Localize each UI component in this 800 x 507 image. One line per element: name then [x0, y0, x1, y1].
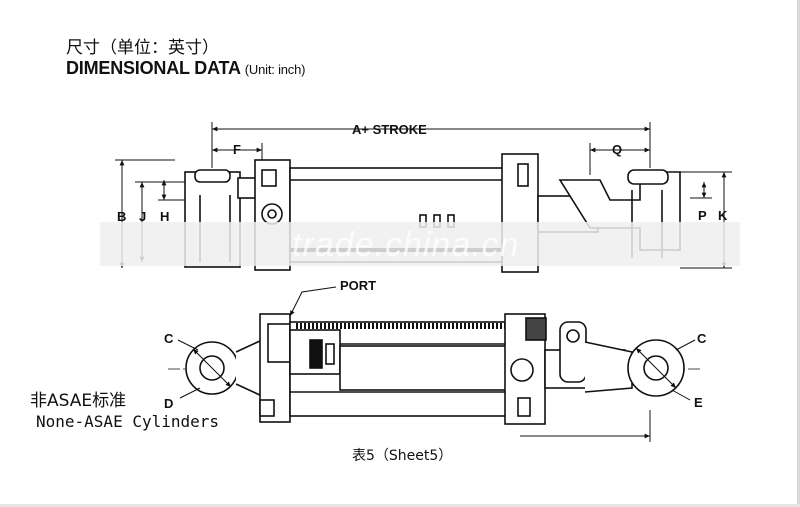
label-j: J: [139, 209, 146, 224]
watermark-band: [100, 222, 740, 266]
watermark-text: trade.china.cn: [292, 226, 520, 264]
label-h: H: [160, 209, 169, 224]
non-asae-label-cn: 非ASAE标准: [30, 391, 127, 411]
label-c-left: C: [164, 331, 174, 346]
port-label: PORT: [340, 278, 376, 293]
title-english-text: DIMENSIONAL DATA: [66, 58, 241, 78]
unit-note: (Unit: inch): [244, 62, 306, 77]
label-f: F: [233, 142, 241, 157]
label-b: B: [117, 209, 126, 224]
label-k: K: [718, 208, 728, 223]
bottom-view: [168, 286, 700, 442]
title-chinese: 尺寸（单位：英寸）: [66, 38, 219, 58]
stroke-label: A+ STROKE: [352, 122, 427, 137]
bottom-border: [0, 504, 800, 507]
title-english: DIMENSIONAL DATA(Unit: inch): [66, 58, 305, 79]
port-leader: [289, 286, 337, 317]
label-e: E: [694, 395, 703, 410]
label-p: P: [698, 208, 707, 223]
non-asae-label-en: None-ASAE Cylinders: [36, 412, 220, 431]
right-border: [797, 0, 800, 507]
label-c-right: C: [697, 331, 707, 346]
label-d: D: [164, 396, 173, 411]
sheet-caption: 表5（Sheet5）: [352, 448, 453, 464]
label-q: Q: [612, 142, 622, 157]
